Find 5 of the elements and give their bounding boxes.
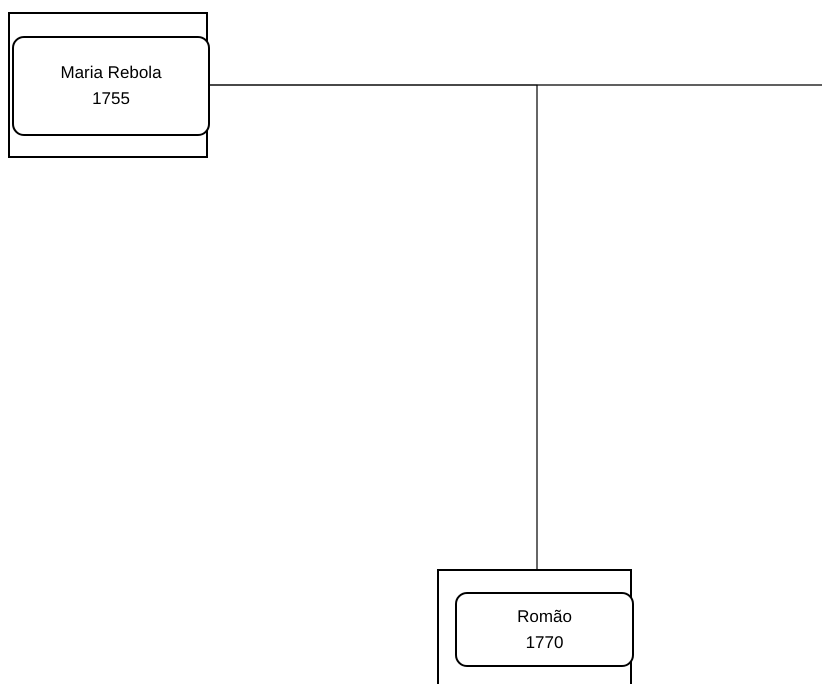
person-frame bbox=[8, 12, 208, 158]
person-name: Romão 1770 bbox=[516, 606, 573, 654]
person-frame bbox=[437, 569, 632, 684]
person-name: Maria Rebola 1755 bbox=[59, 62, 163, 110]
connector-line bbox=[208, 84, 822, 86]
